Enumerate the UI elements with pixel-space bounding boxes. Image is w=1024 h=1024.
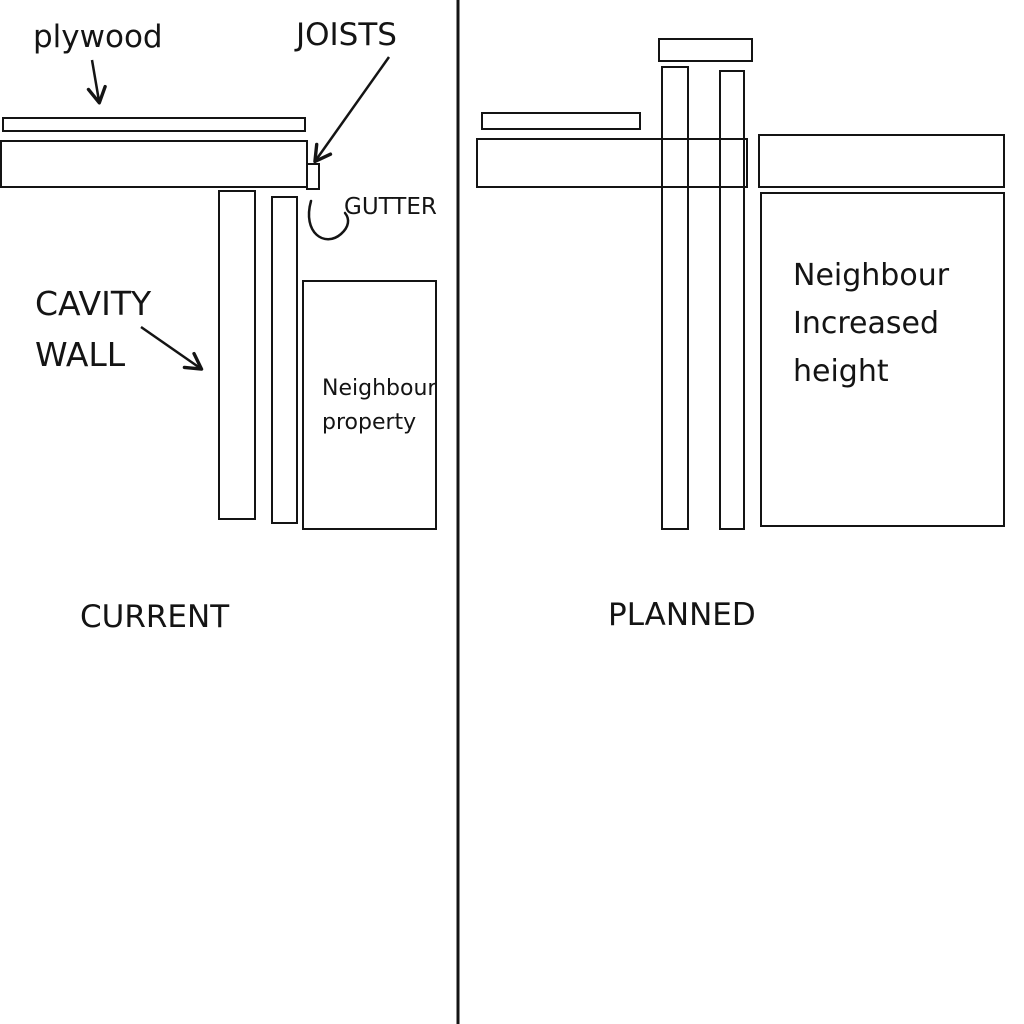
wall-top-cap-rect	[658, 38, 753, 62]
neighbour-increased-label-line3: height	[793, 354, 889, 389]
gutter-curve	[307, 199, 350, 241]
neighbour-increased-body-rect	[760, 192, 1005, 527]
neighbour-increased-label-line2: Increased	[793, 306, 940, 341]
plywood-label: plywood	[33, 19, 163, 55]
neighbour-increased-label-line1: Neighbour	[793, 258, 950, 293]
planned-wall-right-leaf-rect	[719, 70, 745, 530]
plywood-sheet-rect	[2, 117, 306, 132]
planned-wall-left-leaf-rect	[661, 66, 689, 530]
neighbour-property-rect	[302, 280, 437, 530]
joist-deck-rect	[0, 140, 308, 188]
cavity-wall-label-line2: WALL	[35, 335, 126, 375]
neighbour-property-label-line2: property	[322, 410, 417, 436]
current-caption: CURRENT	[80, 599, 230, 635]
neighbour-increased-top-rect	[758, 134, 1005, 188]
joist-end-rect	[306, 163, 320, 190]
cavity-wall-outer-leaf-rect	[218, 190, 256, 520]
joists-label: JOISTS	[296, 17, 397, 53]
gutter-label: GUTTER	[344, 194, 437, 220]
cavity-wall-inner-leaf-rect	[271, 196, 298, 524]
joists-arrow	[313, 56, 391, 164]
planned-joist-deck-rect	[476, 138, 748, 188]
neighbour-increased-label: Neighbour Increased height	[793, 252, 949, 396]
neighbour-property-label-line1: Neighbour	[322, 376, 437, 401]
plywood-arrow	[86, 59, 107, 105]
cavity-wall-label-line1: CAVITY	[35, 284, 152, 323]
cavity-wall-label: CAVITY WALL	[35, 278, 151, 380]
planned-caption: PLANNED	[608, 597, 756, 633]
neighbour-property-label: Neighbour property	[322, 372, 436, 440]
planned-plywood-sheet-rect	[481, 112, 641, 130]
